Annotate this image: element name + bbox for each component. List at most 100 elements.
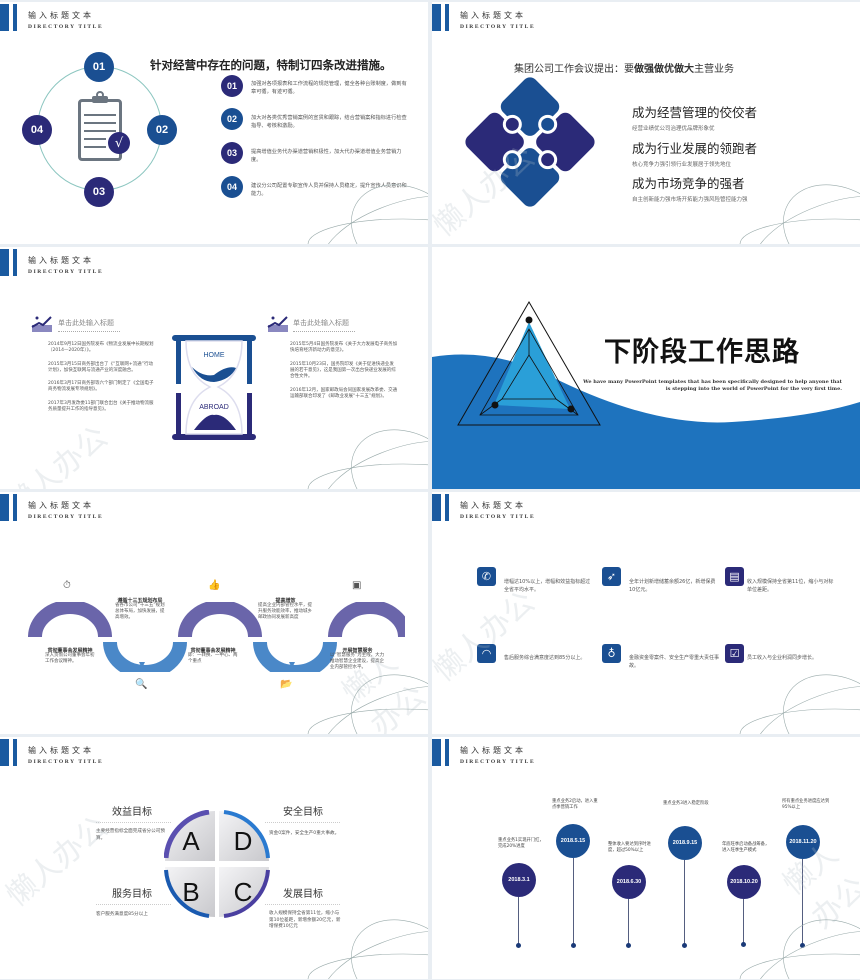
slide-header-title: 输入标题文本 (460, 746, 526, 755)
left-para-3: 2016年3月17日商务部等六个部门制定了《全国电子商务物流发展专项规划》。 (48, 381, 154, 392)
goal-text-3: 收入规模保持全省第11位，缩小与对标单位差距。 (747, 579, 834, 593)
phone-icon: ✆ (477, 567, 496, 586)
header-accent-bar (0, 494, 9, 521)
slide-header-subtitle: DIRECTORY TITLE (460, 514, 536, 520)
goal-b-title: 服务目标 (112, 889, 152, 900)
milestone-1-dot (516, 943, 521, 948)
divider (265, 822, 340, 823)
divider (96, 822, 171, 823)
header-accent-bar (0, 4, 9, 31)
slide-4-section-title[interactable]: 下阶段工作思路 We have many PowerPoint template… (432, 247, 860, 489)
divider (96, 904, 171, 905)
heading-plain: 集团公司工作会议提出：要 (514, 64, 634, 75)
goal-a-title: 效益目标 (112, 807, 152, 818)
milestone-2-text: 重点业务2启动，进入重点季营销工作 (552, 799, 598, 810)
right-title-placeholder[interactable]: 单击此处输入标题 (293, 319, 349, 327)
slide-header-subtitle: DIRECTORY TITLE (28, 759, 104, 765)
decorative-arcs (307, 184, 428, 244)
right-para-3: 2016年12月，国家邮政局会同国家发展改革委、交通运输部联合印发了《邮政业发展… (290, 388, 398, 399)
slide-header-title: 输入标题文本 (28, 256, 94, 265)
measure-text-03: 提高增值业务代办渠道营销积极性，加大代办渠道增值业务营销力度。 (251, 149, 402, 163)
milestone-5-stem (743, 899, 744, 944)
watermark: 懒人办公 (432, 584, 542, 689)
decorative-arcs (739, 184, 860, 244)
wave-process-graphic (28, 602, 405, 672)
milestone-1-date: 2018.3.1 (502, 863, 536, 897)
header-accent-bar (0, 249, 9, 276)
id-card-icon: ▤ (725, 567, 744, 586)
milestone-1-stem (518, 897, 519, 945)
stopwatch-icon: ⏱ (63, 580, 71, 591)
slide-1-improvement-measures[interactable]: 输入标题文本 DIRECTORY TITLE 01 02 03 04 √ 针对经… (0, 2, 428, 244)
left-para-2: 2015年3月15日商务部出台了《“互联网+流通”行动计划》，加快互联网与流通产… (48, 362, 153, 373)
slide-3-policy-timeline[interactable]: 输入标题文本 DIRECTORY TITLE 单击此处输入标题 2014年9月1… (0, 247, 428, 489)
header-accent-bar-thin (13, 4, 17, 31)
ring-node-03: 03 (84, 177, 114, 207)
divider (58, 331, 120, 332)
hourglass-top-label: HOME (204, 352, 225, 359)
goal-desc-3: 自主创新能力强市场开拓能力强风险管控能力强 (632, 197, 748, 203)
quadrant-letter-a: A (182, 826, 200, 856)
header-accent-bar-thin (13, 249, 17, 276)
measure-text-02: 加大对各类优秀营销案例的宣贯和跟踪，结合营销案和指标进行检查指导、考核和激励。 (251, 115, 407, 129)
step-4-text: 提高企业内部管控水平，提升服务效能效率，推动城乡邮政协同发展新高度 (258, 603, 312, 620)
slide-5-wave-process[interactable]: 输入标题文本 DIRECTORY TITLE ⏱ 🔍 👍 📂 ▣ 贯彻董事会发展… (0, 492, 428, 734)
book-icon: ▣ (352, 580, 362, 591)
section-title: 下阶段工作思路 (604, 337, 800, 368)
slide-header-subtitle: DIRECTORY TITLE (460, 24, 536, 30)
step-4-title: 提高增效 (275, 598, 296, 604)
slide-header-subtitle: DIRECTORY TITLE (28, 24, 104, 30)
slide-header-subtitle: DIRECTORY TITLE (460, 759, 536, 765)
milestone-3-text: 整体收入要达到序时进度，超过50%以上 (608, 842, 651, 853)
milestone-6-stem (802, 859, 803, 945)
step-3-text: 即：一转换、一中心、两个重点 (188, 653, 238, 664)
header-accent-bar-thin (13, 739, 17, 766)
section-subtitle: We have many PowerPoint templates that h… (583, 379, 842, 392)
slide-7-abcd-goals[interactable]: 输入标题文本 DIRECTORY TITLE A D B C 效益目标 主要经营… (0, 737, 428, 979)
milestone-6-date: 2018.11.20 (786, 825, 820, 859)
slide-8-milestone-timeline[interactable]: 输入标题文本 DIRECTORY TITLE 重点业务1实现开门红，完成20%进… (432, 737, 860, 979)
right-para-1: 2015年5月4日国务院发布《关于大力发展电子商务加快培育经济新动力的意见》。 (290, 342, 398, 353)
step-2-title: 遵循十三五规划布局 (117, 598, 163, 604)
right-para-2: 2015年10月23日，国务院印发《关于促进快递业发展的若干意见》，这是我国第一… (290, 362, 396, 379)
goal-text-4: 售后服务综合满意度达到85分以上。 (504, 655, 586, 661)
checkmark-icon: √ (108, 132, 130, 154)
growth-chart-icon (31, 316, 52, 332)
milestone-6-dot (800, 943, 805, 948)
watermark: 懒人办公 (0, 419, 115, 489)
folder-icon: 📂 (280, 679, 293, 690)
step-2-text: 省各市公司“十三五”规划总体布局，加快发展，提高增效。 (115, 603, 165, 620)
left-para-4: 2017年3月发改委11部门联合出台《关于推动物流服务质量提升工作的指导意见》。 (48, 401, 154, 412)
milestone-5-text: 年底旺季启动备战筹备，进入旺季生产模式 (722, 842, 770, 853)
measure-text-01: 加强对各项报表和工作流程的规范管理，健全各种台账制度，做到有章可循，有迹可循。 (251, 81, 407, 95)
ring-node-02: 02 (147, 115, 177, 145)
slide-header-title: 输入标题文本 (28, 746, 94, 755)
header-accent-bar (432, 4, 441, 31)
milestone-2-stem (573, 858, 574, 945)
ring-node-01: 01 (84, 52, 114, 82)
goal-text-2: 全年计划新增储蓄余额26亿，新增保费10亿元。 (629, 579, 716, 593)
measure-num-03: 03 (221, 142, 243, 164)
milestone-4-stem (684, 860, 685, 945)
quadrant-letter-c: C (234, 877, 253, 907)
goal-desc-1: 经营业绩优公司治理优品牌形象优 (632, 126, 715, 132)
measure-num-02: 02 (221, 108, 243, 130)
slide-header-title: 输入标题文本 (460, 501, 526, 510)
hourglass-icon: HOME ABROAD (172, 335, 256, 440)
header-accent-bar (0, 739, 9, 766)
step-1-title: 贯彻董事会发展精神 (47, 648, 93, 654)
milestone-6-text: 所有重点业务进度应达到95%以上 (782, 799, 830, 810)
hourglass-bottom-label: ABROAD (199, 404, 229, 411)
goal-c-text: 收入规模保持全省第11位，缩小与第10位差距，新增余额20亿元，新增保费10亿元 (269, 911, 341, 929)
slide-2-main-business[interactable]: 输入标题文本 DIRECTORY TITLE 集团公司工作会议提出：要做强做优做… (432, 2, 860, 244)
milestone-4-date: 2018.9.15 (668, 826, 702, 860)
milestone-4-dot (682, 943, 687, 948)
slide-6-icon-goals[interactable]: 输入标题文本 DIRECTORY TITLE ✆ 增幅达10%以上，增幅和效益指… (432, 492, 860, 734)
milestone-2-date: 2018.5.15 (556, 824, 590, 858)
left-title-placeholder[interactable]: 单击此处输入标题 (58, 319, 114, 327)
watermark: 懒人办公 (0, 809, 115, 914)
left-para-1: 2014年9月12日国务院发布《物流业发展中长期规划（2014—2020年）》。 (48, 342, 154, 353)
milestone-3-dot (626, 943, 631, 948)
milestone-3-stem (628, 899, 629, 945)
